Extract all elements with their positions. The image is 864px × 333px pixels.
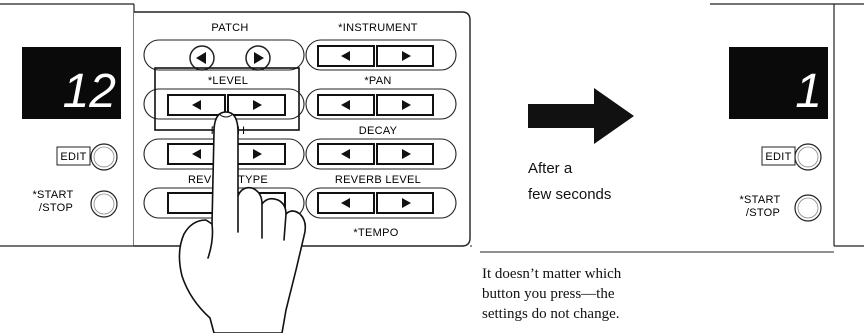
pitch-left-button[interactable] [167, 143, 226, 165]
edit-button[interactable] [794, 143, 822, 171]
right-arrow-icon [253, 100, 262, 110]
left-device: 12 EDIT *START /STOP [0, 3, 135, 247]
instrument-left-button[interactable] [317, 45, 375, 67]
decay-label: DECAY [359, 125, 398, 137]
note-line-1: It doesn’t matter which [482, 266, 622, 282]
edit-label: EDIT [765, 151, 791, 163]
pan-left-button[interactable] [317, 94, 375, 116]
left-arrow-icon [341, 198, 350, 208]
patch-label: PATCH [211, 22, 248, 34]
level-left-button[interactable] [167, 94, 226, 116]
start-label-2: /STOP [746, 207, 780, 219]
right-arrow-icon [253, 149, 262, 159]
start-label-1: *START [739, 194, 780, 206]
start-stop-button[interactable] [90, 190, 118, 218]
pan-label: *PAN [364, 75, 391, 87]
right-device: 1 EDIT *START /STOP [480, 3, 864, 253]
pointing-hand-icon [178, 111, 307, 333]
tempo-label: *TEMPO [353, 227, 398, 239]
start-stop-button[interactable] [794, 194, 822, 222]
decay-right-button[interactable] [376, 143, 434, 165]
reverb-level-label: REVERB LEVEL [335, 174, 421, 186]
note-line-3: settings do not change. [482, 306, 620, 322]
left-arrow-icon [192, 149, 201, 159]
level-right-button[interactable] [227, 94, 286, 116]
arrow-caption-line-1: After a [528, 160, 573, 177]
left-arrow-icon [341, 100, 350, 110]
edit-label-box [56, 146, 91, 166]
arrow-caption: After a few seconds [528, 156, 611, 208]
instrument-label: *INSTRUMENT [338, 22, 418, 34]
center-panel: PATCH *INSTRUMENT *LEVEL *PAN PITCH DECA… [134, 11, 472, 247]
lcd-display-value: 1 [795, 65, 822, 118]
large-right-arrow-icon [528, 88, 634, 144]
start-label-2: /STOP [39, 202, 73, 214]
reverb-level-left-button[interactable] [317, 192, 375, 214]
right-arrow-icon [402, 51, 411, 61]
pan-right-button[interactable] [376, 94, 434, 116]
right-arrow-icon [402, 100, 411, 110]
right-arrow-icon [254, 52, 264, 64]
decay-left-button[interactable] [317, 143, 375, 165]
lcd-display [22, 47, 121, 119]
patch-left-button[interactable] [189, 45, 215, 71]
reverb-level-right-button[interactable] [376, 192, 434, 214]
note-line-2: button you press—the [482, 286, 615, 302]
lcd-display-value: 12 [63, 65, 116, 118]
note-text: It doesn’t matter which button you press… [482, 264, 621, 324]
left-arrow-icon [341, 149, 350, 159]
instrument-right-button[interactable] [376, 45, 434, 67]
left-arrow-icon [196, 52, 206, 64]
lcd-display [729, 47, 828, 119]
right-arrow-icon [402, 149, 411, 159]
level-label: *LEVEL [208, 75, 248, 87]
patch-right-button[interactable] [245, 45, 271, 71]
start-label-1: *START [32, 189, 73, 201]
right-arrow-icon [402, 198, 411, 208]
left-arrow-icon [192, 100, 201, 110]
edit-label: EDIT [60, 151, 86, 163]
arrow-caption-line-2: few seconds [528, 186, 612, 203]
edit-button[interactable] [90, 143, 118, 171]
left-arrow-icon [341, 51, 350, 61]
